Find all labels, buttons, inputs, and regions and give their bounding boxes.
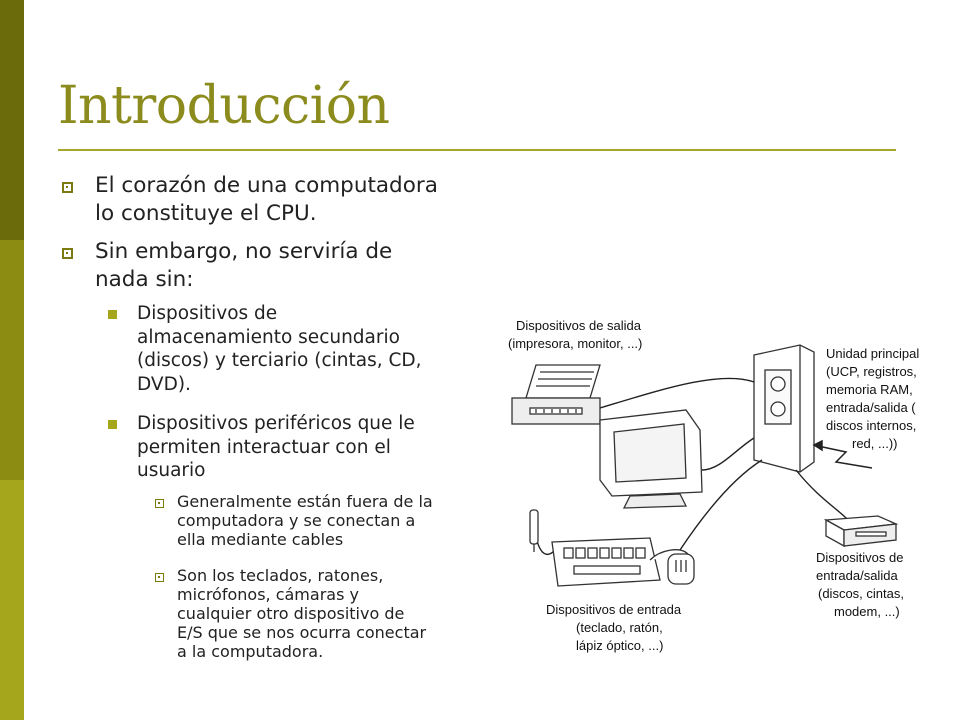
- bullet-text-line: a la computadora.: [177, 642, 324, 661]
- main-unit-label: red, ...)): [852, 436, 898, 451]
- bullet-text-line: Dispositivos de: [137, 303, 278, 324]
- mouse-icon: [649, 549, 695, 585]
- io-drive-icon: [823, 515, 899, 548]
- bullet-marker: [62, 182, 73, 193]
- bullet-marker: [155, 573, 164, 582]
- sidebar-stripe-middle: [0, 240, 24, 480]
- input-label: lápiz óptico, ...): [576, 638, 663, 653]
- light-pen-icon: [529, 509, 539, 552]
- io-label: Dispositivos de: [816, 550, 903, 565]
- output-label: (impresora, monitor, ...): [508, 336, 642, 351]
- main-unit-label: entrada/salida (: [826, 400, 916, 415]
- io-label: entrada/salida: [816, 568, 898, 583]
- network-arrow-icon: [812, 439, 873, 469]
- bullet-text-line: lo constituye el CPU.: [95, 201, 317, 226]
- printer-icon: [511, 364, 601, 425]
- bullet-fuera: Generalmente están fuera de la computado…: [177, 492, 433, 549]
- bullet-text-line: ella mediante cables: [177, 530, 344, 549]
- bullet-marker: [155, 499, 164, 508]
- main-unit-label: (UCP, registros,: [826, 364, 917, 379]
- bullet-text-line: E/S que se nos ocurra conectar: [177, 623, 427, 642]
- bullet-perifericos: Dispositivos periféricos que le permiten…: [137, 412, 415, 483]
- input-label: (teclado, ratón,: [576, 620, 663, 635]
- bullet-text-line: DVD).: [137, 373, 191, 395]
- io-label: (discos, cintas,: [818, 586, 904, 601]
- sidebar-stripe-top: [0, 0, 24, 240]
- bullet-text-line: Dispositivos periféricos que le: [137, 413, 415, 434]
- bullet-text-line: Son los teclados, ratones,: [177, 566, 384, 585]
- bullet-text-line: nada sin:: [95, 267, 194, 292]
- sidebar-stripe-bottom: [0, 480, 24, 720]
- bullet-text-line: El corazón de una computadora: [95, 173, 438, 198]
- output-label: Dispositivos de salida: [516, 318, 642, 333]
- io-label: modem, ...): [834, 604, 900, 619]
- bullet-text-line: cualquier otro dispositivo de: [177, 604, 405, 623]
- computer-diagram: Dispositivos de salida (impresora, monit…: [508, 318, 919, 653]
- bullet-teclados: Son los teclados, ratones, micrófonos, c…: [177, 566, 426, 661]
- main-unit-label: Unidad principal: [826, 346, 919, 361]
- bullet-text-line: Generalmente están fuera de la: [177, 492, 433, 511]
- bullet-sin-embargo: Sin embargo, no serviría de nada sin:: [95, 238, 392, 294]
- bullet-marker: [108, 310, 117, 319]
- main-unit-label: discos internos,: [826, 418, 916, 433]
- input-label: Dispositivos de entrada: [546, 602, 682, 617]
- main-unit-label: memoria RAM,: [826, 382, 913, 397]
- bullet-text-line: Sin embargo, no serviría de: [95, 239, 393, 264]
- bullet-text-line: permiten interactuar con el: [137, 436, 391, 458]
- keyboard-icon: [551, 537, 661, 587]
- bullet-text-line: (discos) y terciario (cintas, CD,: [137, 350, 422, 371]
- monitor-icon: [599, 409, 703, 509]
- bullet-text-line: usuario: [137, 460, 206, 481]
- bullet-text-line: micrófonos, cámaras y: [177, 585, 359, 604]
- bullet-marker: [108, 420, 117, 429]
- slide-title: Introducción: [58, 76, 390, 136]
- bullet-almacenamiento: Dispositivos de almacenamiento secundari…: [137, 302, 422, 396]
- bullet-marker: [62, 248, 73, 259]
- bullet-text-line: almacenamiento secundario: [137, 326, 400, 348]
- cables: [534, 377, 853, 555]
- cpu-tower-icon: [753, 344, 815, 473]
- bullet-text-line: computadora y se conectan a: [177, 511, 416, 530]
- title-divider: [58, 149, 896, 151]
- bullet-cpu: El corazón de una computadora lo constit…: [95, 172, 438, 228]
